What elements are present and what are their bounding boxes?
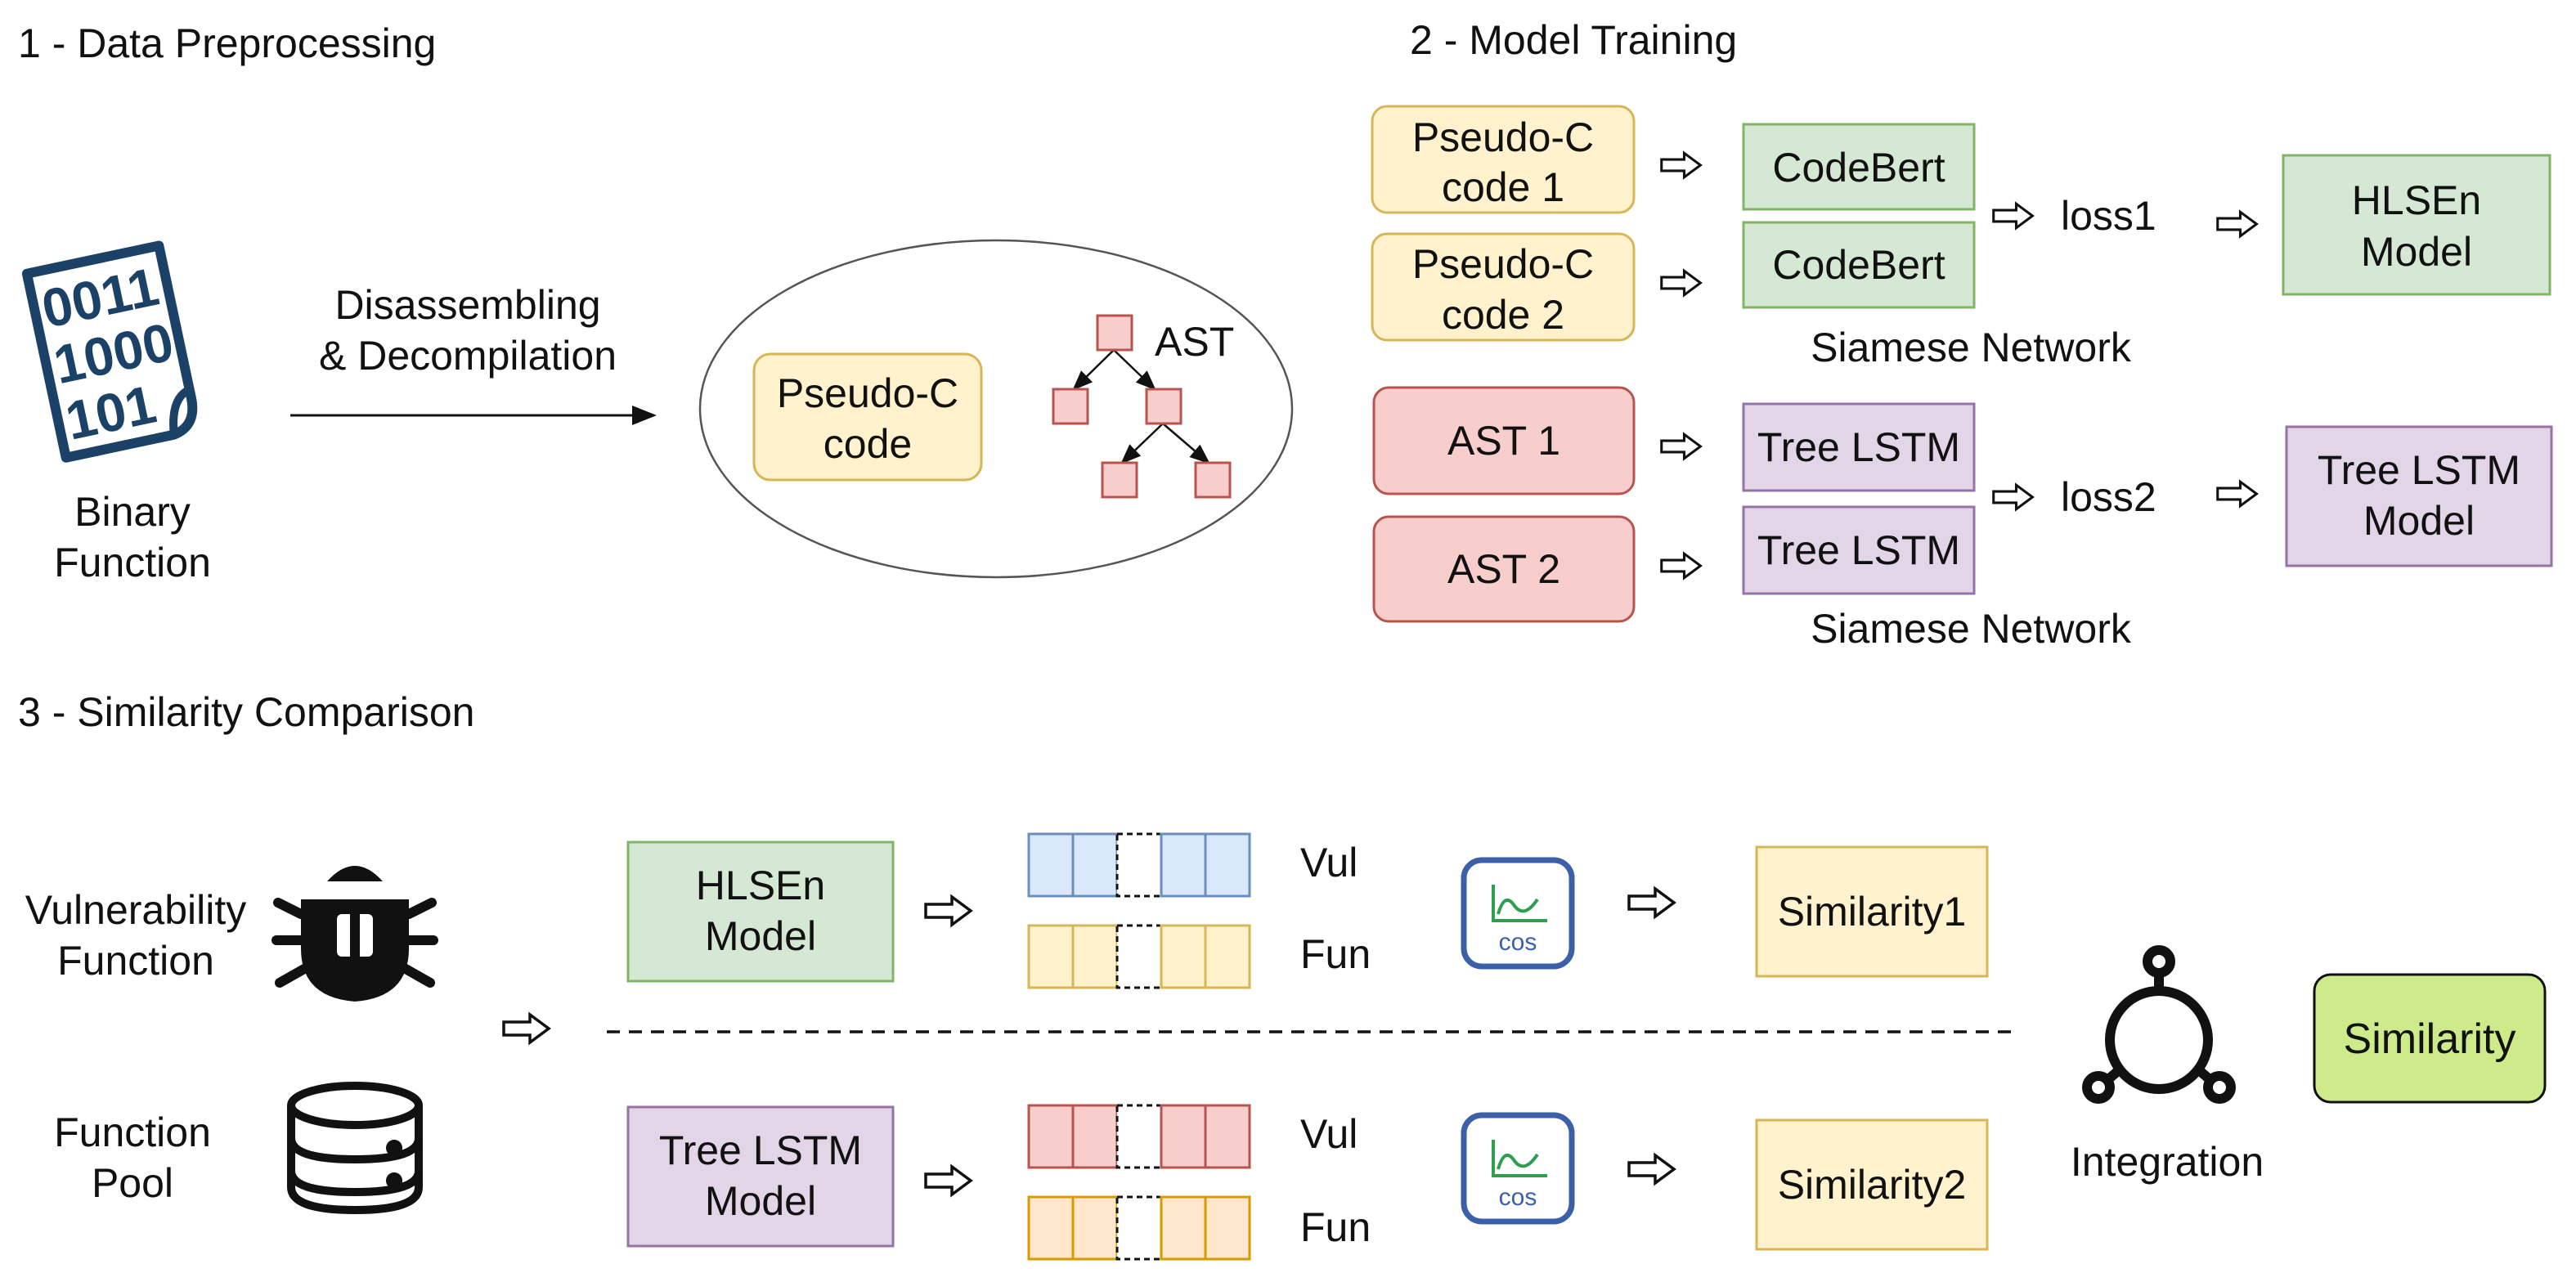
similarity2-box: [1755, 1118, 1989, 1251]
tree-lstm-model-box: [2285, 425, 2553, 567]
arrow-icon: [924, 1165, 972, 1196]
ast-tree-diagram: [1052, 314, 1232, 499]
similarity1-box: [1755, 845, 1989, 978]
vulnerability-label-2: Function: [57, 938, 214, 984]
database-icon: [287, 1082, 423, 1215]
arrow-icon: [1627, 1154, 1676, 1185]
integration-label: Integration: [2071, 1139, 2264, 1185]
fun-label-1: Fun: [1300, 931, 1371, 977]
vulnerability-label-1: Vulnerability: [25, 887, 247, 933]
ast-1-label: AST 1: [1447, 418, 1560, 464]
pseudo-c-code-1-label-1: Pseudo-C: [1412, 114, 1594, 160]
ast-1-box: [1372, 386, 1636, 495]
fun-label-2: Fun: [1300, 1204, 1371, 1250]
vector-vul-2: [1027, 1104, 1251, 1169]
cos-label-2: cos: [1499, 1184, 1537, 1211]
pseudo-c-box-label-1: Pseudo-C: [777, 370, 958, 416]
codebert-label-1: CodeBert: [1772, 145, 1945, 191]
integration-icon: [2082, 945, 2236, 1104]
cosine-icon-1: cos: [1461, 857, 1575, 970]
vul-label-2: Vul: [1300, 1111, 1358, 1157]
arrow-icon: [1992, 483, 2034, 511]
pseudo-c-code-1-label-2: code 1: [1442, 164, 1564, 210]
vector-fun-2: [1027, 1195, 1251, 1261]
disassembling-label-1: Disassembling: [334, 282, 600, 328]
tree-lstm-model-label-2: Model: [2363, 498, 2475, 544]
arrow-icon: [1992, 202, 2034, 230]
codebert-box-1: [1742, 123, 1976, 211]
similarity-box: [2313, 973, 2547, 1104]
arrow-icon: [2216, 480, 2258, 508]
hlsen-model-cmp-label-2: Model: [705, 913, 816, 959]
ast-2-box: [1372, 515, 1636, 623]
pseudo-c-box: [752, 352, 983, 482]
arrow-icon: [502, 1013, 550, 1044]
hlsen-model-label-1: HLSEn: [2352, 177, 2481, 223]
arrow-icon: [1660, 151, 1702, 179]
function-pool-label-2: Pool: [92, 1160, 173, 1206]
tree-lstm-model-cmp-label-2: Model: [705, 1178, 816, 1224]
codebert-box-2: [1742, 221, 1976, 309]
bug-icon: [272, 866, 438, 1002]
pseudo-c-code-2-label-2: code 2: [1442, 292, 1564, 338]
section-title-comparison: 3 - Similarity Comparison: [18, 689, 474, 735]
siamese-label-1: Siamese Network: [1811, 325, 2132, 370]
arrow-icon: [924, 895, 972, 926]
cosine-icon-2: cos: [1461, 1112, 1575, 1225]
binary-file-icon: 0011 1000 101: [21, 240, 198, 463]
hlsen-model-cmp-box: [626, 840, 895, 983]
pseudo-c-code-2-box: [1371, 232, 1636, 342]
similarity-label: Similarity: [2344, 1015, 2516, 1063]
arrow-icon: [2216, 210, 2258, 238]
tree-lstm-label-1: Tree LSTM: [1757, 424, 1960, 470]
arrow-icon: [1660, 552, 1702, 580]
ast-label: AST: [1155, 319, 1234, 365]
tree-lstm-model-cmp-label-1: Tree LSTM: [659, 1127, 862, 1173]
arrow-icon: [1660, 269, 1702, 297]
binary-label-2: Function: [54, 540, 211, 585]
siamese-label-2: Siamese Network: [1811, 606, 2132, 652]
hlsen-model-cmp-label-1: HLSEn: [696, 863, 825, 908]
section-title-training: 2 - Model Training: [1410, 17, 1737, 63]
vul-label-1: Vul: [1300, 840, 1358, 885]
hlsen-model-box: [2282, 154, 2551, 296]
vector-vul-1: [1027, 832, 1251, 898]
function-pool-label-1: Function: [54, 1109, 211, 1155]
section-title-preprocessing: 1 - Data Preprocessing: [18, 20, 436, 66]
arrow-icon: [1627, 887, 1676, 918]
loss2-label: loss2: [2061, 474, 2156, 520]
similarity2-label: Similarity2: [1778, 1162, 1967, 1208]
pseudo-c-code-1-box: [1371, 105, 1636, 214]
tree-lstm-label-2: Tree LSTM: [1757, 527, 1960, 573]
arrow-icon: [1660, 433, 1702, 460]
similarity1-label: Similarity1: [1778, 889, 1967, 935]
tree-lstm-box-1: [1742, 402, 1976, 492]
tree-lstm-model-label-1: Tree LSTM: [2318, 447, 2520, 493]
pseudo-c-code-2-label-1: Pseudo-C: [1412, 241, 1594, 287]
pseudo-c-box-label-2: code: [824, 421, 912, 467]
ast-2-label: AST 2: [1447, 546, 1560, 592]
tree-lstm-model-cmp-box: [626, 1105, 895, 1248]
loss1-label: loss1: [2061, 193, 2156, 239]
vector-fun-1: [1027, 924, 1251, 989]
codebert-label-2: CodeBert: [1772, 242, 1945, 288]
intermediate-ellipse: [698, 239, 1294, 579]
tree-lstm-box-2: [1742, 505, 1976, 595]
hlsen-model-label-2: Model: [2361, 229, 2472, 275]
binary-label-1: Binary: [74, 489, 191, 535]
disassembling-label-2: & Decompilation: [319, 333, 617, 379]
cos-label-1: cos: [1499, 929, 1537, 956]
